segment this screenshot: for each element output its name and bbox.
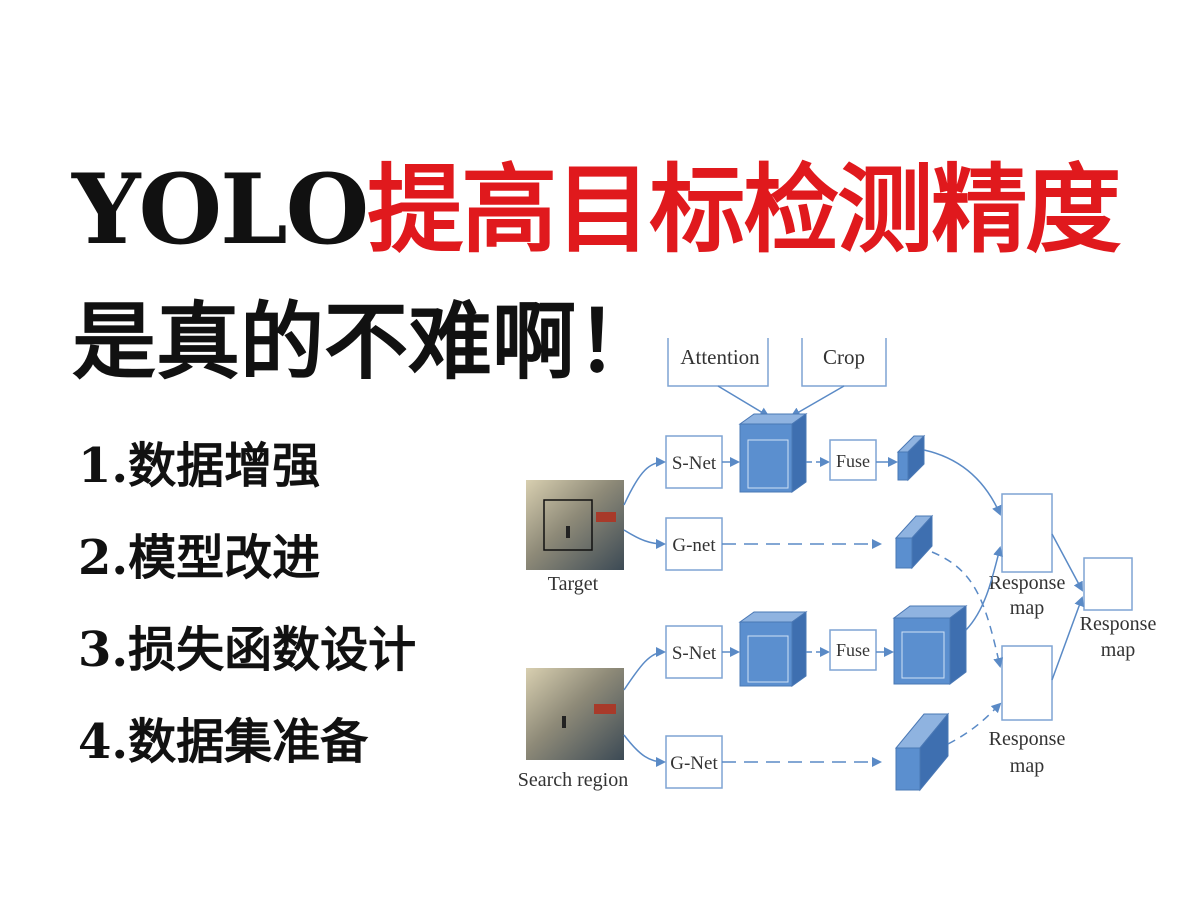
gnet-top-label: G-net [672,535,716,556]
tip-item: 4.数据集准备 [78,714,369,770]
feature-cube-top [738,413,808,493]
search-region-label: Search region [518,769,629,791]
main-title: YOLO提高目标检测精度 [72,150,1121,270]
response-map-top: Response map [989,493,1066,619]
feature-slab-gnet-top [894,514,934,570]
snet-bottom-box: S-Net [665,625,723,679]
tips-list: 1.数据增强 2.模型改进 3.损失函数设计 4.数据集准备 [78,420,416,788]
response-map-bottom: Response map [989,645,1066,777]
gnet-bottom-box: G-Net [665,735,723,789]
subtitle: 是真的不难啊！ [72,293,661,391]
response-final-label-1: Response [1080,613,1157,635]
response-map-final: Response map [1080,557,1157,661]
target-image: Target [526,480,624,595]
response-bottom-label-2: map [1010,755,1044,777]
target-label: Target [548,573,599,595]
crop-label: Crop [823,345,865,369]
fuse-bottom-box: Fuse [829,629,877,671]
attention-box: Attention [667,338,769,387]
title-highlight: 提高目标检测精度 [367,154,1121,266]
response-top-label-1: Response [989,572,1066,594]
crop-box: Crop [801,338,887,387]
feature-slab-gnet-bottom [894,712,950,792]
fuse-top-box: Fuse [829,439,877,481]
fuse-top-label: Fuse [836,451,870,471]
gnet-top-box: G-net [665,517,723,571]
title-prefix: YOLO [72,153,369,266]
gnet-bottom-label: G-Net [670,753,718,774]
search-region-image: Search region [518,668,629,791]
fused-cube-bottom [892,605,968,685]
feature-slab-top [896,434,926,482]
response-final-label-2: map [1101,639,1135,661]
response-top-label-2: map [1010,597,1044,619]
tip-item: 2.模型改进 [78,530,321,586]
response-bottom-label-1: Response [989,728,1066,750]
attention-label: Attention [680,345,760,369]
snet-top-label: S-Net [672,453,717,474]
fuse-bottom-label: Fuse [836,640,870,660]
snet-top-box: S-Net [665,435,723,489]
tip-item: 1.数据增强 [78,438,321,494]
tip-item: 3.损失函数设计 [78,622,417,678]
feature-cube-bottom [738,611,808,687]
snet-bottom-label: S-Net [672,643,717,664]
